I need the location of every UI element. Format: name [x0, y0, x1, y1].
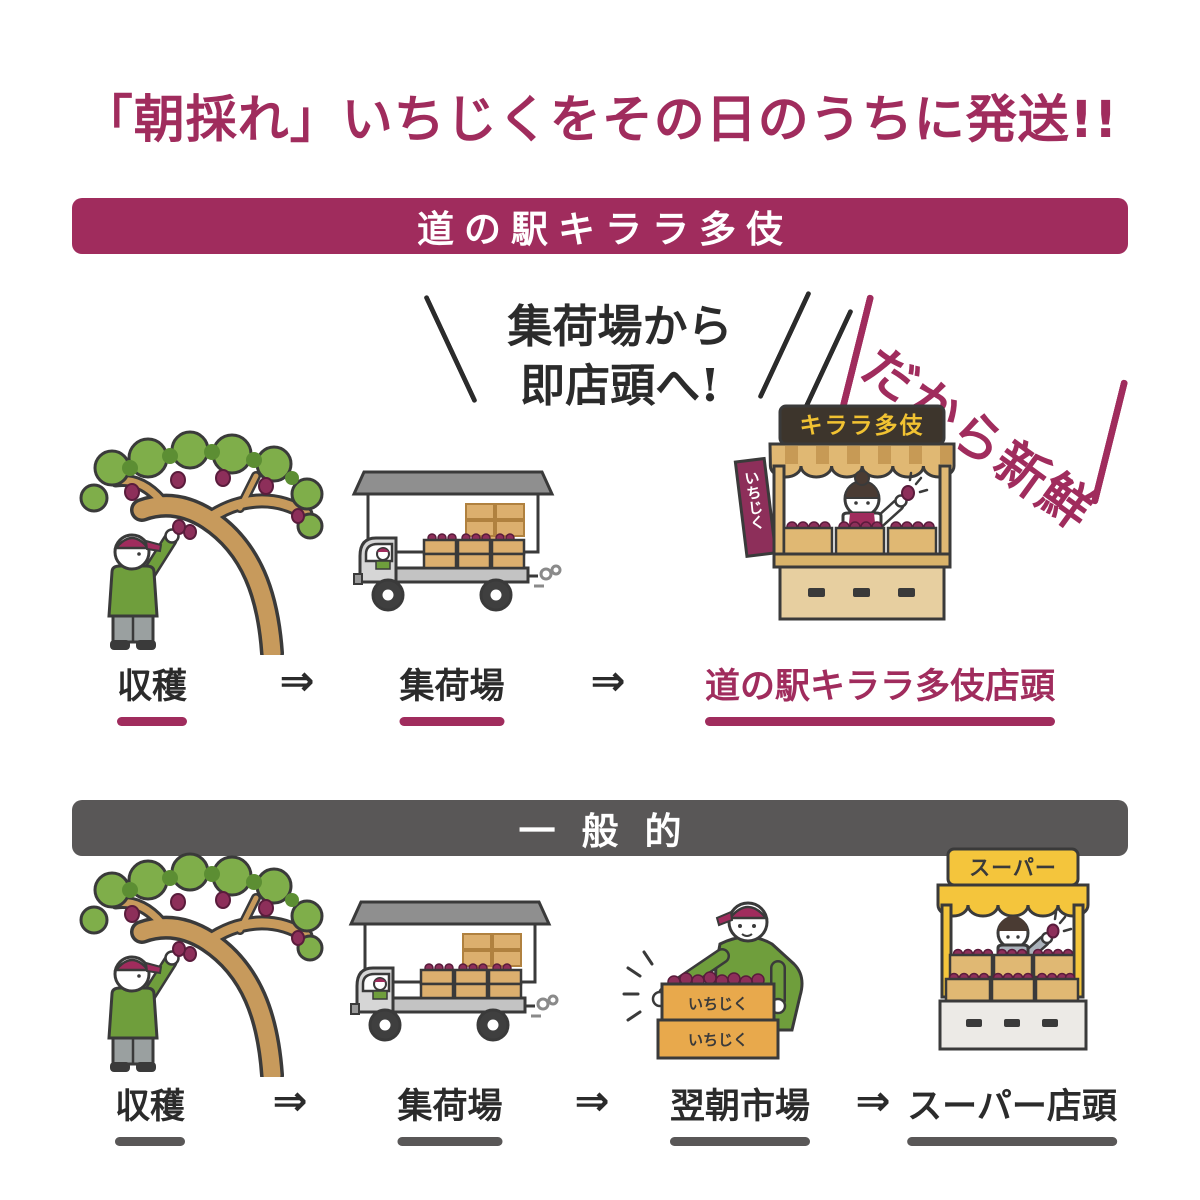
- step-underline: [907, 1137, 1117, 1146]
- general-section-banner-label: 一般的: [518, 810, 708, 853]
- flow-arrow: ⇒: [272, 1076, 308, 1125]
- kirara-sign-text: キララ多伎: [800, 412, 925, 439]
- step-supermarket-storefront: スーパー店頭: [907, 1078, 1117, 1146]
- step-kirara-storefront: 道の駅キララ多伎店頭: [704, 658, 1056, 726]
- step-underline: [114, 1137, 186, 1146]
- collection-truck-illustration-general: [335, 892, 570, 1066]
- market-carrier-illustration: いちじく いちじく: [618, 872, 833, 1071]
- step-label-collection: 集荷場: [397, 1087, 503, 1127]
- step-underline: [399, 717, 505, 726]
- kirara-section-banner-label: 道の駅キララ多伎: [417, 208, 793, 251]
- fig-tree-harvester-icon: [79, 852, 324, 1087]
- kirara-stall-icon: いちじく キララ多伎: [733, 404, 956, 621]
- step-label-harvest: 収穫: [114, 1087, 186, 1127]
- box-label-bottom: いちじく: [688, 1031, 748, 1049]
- page-title: 「朝採れ」いちじくをその日のうちに発送!!: [81, 91, 1119, 150]
- note-line-2: 即店頭へ!: [520, 358, 720, 412]
- step-label-supermarket-storefront: スーパー店頭: [907, 1087, 1117, 1127]
- note-line-1: 集荷場から: [507, 300, 733, 353]
- step-harvest-general: 収穫: [114, 1078, 186, 1146]
- collection-truck-illustration-kirara: [338, 462, 573, 636]
- box-carrier-icon: いちじく いちじく: [622, 901, 804, 1060]
- step-underline: [704, 717, 1056, 726]
- step-label-next-morning-market: 翌朝市場: [669, 1087, 811, 1127]
- step-collection-general: 集荷場: [397, 1078, 503, 1146]
- flow-arrow: ⇒: [590, 656, 626, 705]
- super-sign-text: スーパー: [969, 856, 1057, 880]
- box-label-top: いちじく: [688, 995, 748, 1013]
- flow-arrow: ⇒: [855, 1076, 891, 1125]
- harvest-illustration-general: [60, 842, 330, 1087]
- truck-warehouse-icon: [348, 900, 559, 1042]
- step-underline: [397, 1137, 503, 1146]
- supermarket-stall-icon: スーパー: [936, 847, 1090, 1051]
- flow-arrow: ⇒: [574, 1076, 610, 1125]
- step-label-collection: 集荷場: [399, 667, 505, 707]
- step-label-harvest: 収穫: [116, 667, 188, 707]
- step-harvest-kirara: 収穫: [116, 658, 188, 726]
- truck-warehouse-icon: [351, 470, 562, 612]
- kirara-section-banner: 道の駅キララ多伎: [72, 198, 1128, 254]
- step-next-morning-market: 翌朝市場: [669, 1078, 811, 1146]
- general-section-banner: 一般的: [72, 800, 1128, 856]
- step-underline: [116, 717, 188, 726]
- flow-arrow: ⇒: [279, 656, 315, 705]
- harvest-illustration-kirara: [60, 420, 330, 665]
- kirara-storefront-illustration: いちじく キララ多伎: [722, 402, 997, 656]
- fig-tree-harvester-icon: [79, 430, 324, 665]
- direct-to-store-note: 集荷場から 即店頭へ!: [455, 298, 785, 415]
- step-collection-kirara: 集荷場: [399, 658, 505, 726]
- step-underline: [669, 1137, 811, 1146]
- supermarket-storefront-illustration: スーパー: [910, 845, 1115, 1069]
- step-label-kirara-storefront: 道の駅キララ多伎店頭: [704, 667, 1056, 707]
